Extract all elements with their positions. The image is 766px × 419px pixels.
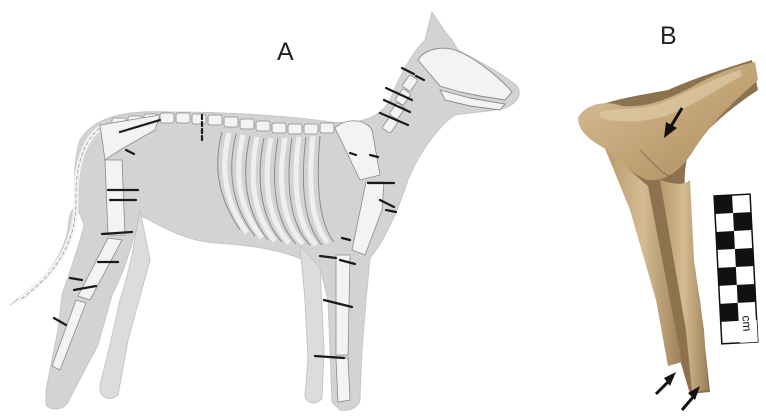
panel-a-label: A [277, 38, 294, 66]
front-leg-far [300, 245, 324, 403]
scale-bar: cm [714, 194, 758, 344]
black-arrow-icon [656, 372, 676, 394]
panel-b-specimen-photo: cm B [578, 22, 758, 410]
scale-unit-label: cm [739, 315, 754, 332]
hind-femur [105, 160, 125, 235]
front-metacarpal [336, 358, 350, 402]
panel-b-label: B [660, 22, 677, 50]
panel-a-dog-skeleton: A [10, 12, 519, 410]
